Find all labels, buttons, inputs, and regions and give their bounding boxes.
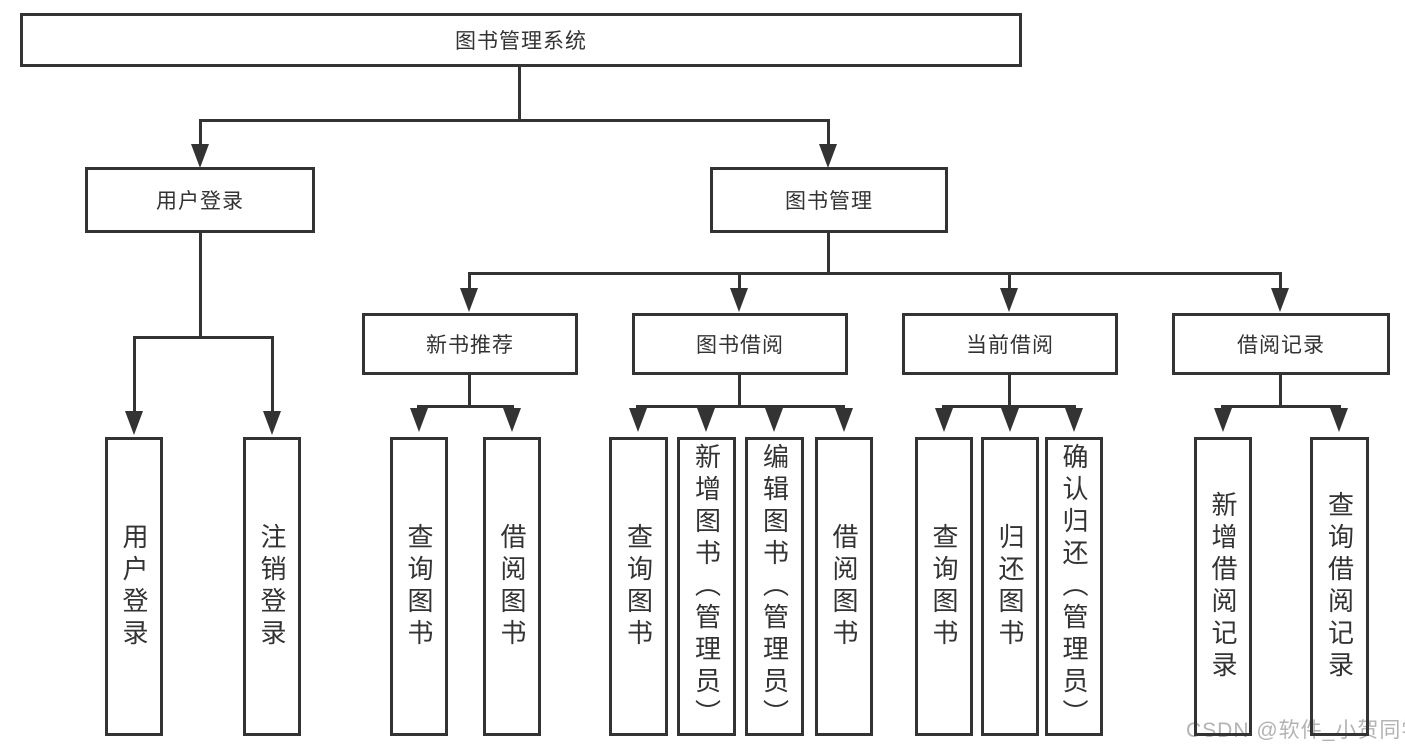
connector-book-borrow-trunk bbox=[738, 375, 741, 405]
node-user-login: 用户登录 bbox=[85, 167, 315, 233]
node-borrow-records: 借阅记录 bbox=[1172, 313, 1390, 375]
connector-user-login-rail bbox=[133, 336, 274, 339]
arrowhead-leaf-login bbox=[125, 411, 143, 435]
connector-stem-book-mgmt bbox=[827, 119, 830, 147]
leaf-cb-return-books: 归还图书 bbox=[981, 437, 1039, 736]
csdn-watermark: CSDN @软件_小贺同学 bbox=[1186, 719, 1405, 742]
node-book-borrow: 图书借阅 bbox=[632, 313, 848, 375]
arrowhead-bb-borrow-books bbox=[835, 408, 853, 432]
arrowhead-rec-query-books bbox=[410, 408, 428, 432]
connector-user-login-trunk bbox=[199, 233, 202, 336]
connector-book-mgmt-rail bbox=[468, 272, 1282, 275]
connector-stem-leaf-login bbox=[133, 336, 136, 412]
connector-book-mgmt-trunk bbox=[827, 233, 830, 272]
arrowhead-cb-return-books bbox=[1001, 408, 1019, 432]
connector-stem-user-login bbox=[199, 119, 202, 147]
arrowhead-borrow-records bbox=[1271, 288, 1289, 312]
leaf-bb-borrow-books: 借阅图书 bbox=[815, 437, 873, 736]
connector-book-borrow-rail bbox=[636, 405, 845, 408]
connector-new-book-rec-rail bbox=[417, 405, 514, 408]
connector-borrow-records-trunk bbox=[1279, 375, 1282, 405]
connector-stem-borrow-records bbox=[1279, 272, 1282, 289]
leaf-cb-confirm-return: 确认归还（管理员） bbox=[1045, 437, 1103, 736]
leaf-bb-query-books: 查询图书 bbox=[609, 437, 668, 736]
leaf-rec-borrow-books: 借阅图书 bbox=[483, 437, 541, 736]
connector-stem-leaf-logout bbox=[271, 336, 274, 412]
arrowhead-bb-query-books bbox=[629, 408, 647, 432]
arrowhead-book-mgmt bbox=[819, 144, 837, 168]
arrowhead-br-query-record bbox=[1330, 408, 1348, 432]
arrowhead-bb-add-books bbox=[697, 408, 715, 432]
leaf-cb-query-books: 查询图书 bbox=[915, 437, 973, 736]
connector-stem-book-borrow bbox=[738, 272, 741, 289]
connector-stem-current-borrow bbox=[1008, 272, 1011, 289]
arrowhead-rec-borrow-books bbox=[503, 408, 521, 432]
connector-stem-new-book-rec bbox=[468, 272, 471, 289]
arrowhead-br-add-record bbox=[1214, 408, 1232, 432]
connector-borrow-records-rail bbox=[1221, 405, 1341, 408]
leaf-logout: 注销登录 bbox=[243, 437, 301, 736]
leaf-rec-query-books: 查询图书 bbox=[390, 437, 448, 736]
node-current-borrow: 当前借阅 bbox=[902, 313, 1118, 375]
arrowhead-user-login bbox=[191, 144, 209, 168]
node-new-book-rec: 新书推荐 bbox=[362, 313, 578, 375]
arrowhead-new-book-rec bbox=[460, 288, 478, 312]
connector-current-borrow-rail bbox=[942, 405, 1076, 408]
leaf-user-login: 用户登录 bbox=[105, 437, 163, 736]
arrowhead-cb-confirm-return bbox=[1065, 408, 1083, 432]
connector-new-book-rec-trunk bbox=[468, 375, 471, 405]
connector-current-borrow-trunk bbox=[1008, 375, 1011, 405]
node-root: 图书管理系统 bbox=[20, 13, 1022, 67]
arrowhead-leaf-logout bbox=[263, 411, 281, 435]
arrowhead-bb-edit-books bbox=[765, 408, 783, 432]
arrowhead-cb-query-books bbox=[935, 408, 953, 432]
connector-root-trunk bbox=[518, 67, 521, 119]
arrowhead-book-borrow bbox=[730, 288, 748, 312]
connector-root-rail bbox=[199, 119, 830, 122]
arrowhead-current-borrow bbox=[1000, 288, 1018, 312]
leaf-br-add-record: 新增借阅记录 bbox=[1194, 437, 1252, 736]
leaf-br-query-record: 查询借阅记录 bbox=[1310, 437, 1369, 736]
leaf-bb-add-books: 新增图书（管理员） bbox=[677, 437, 736, 736]
node-book-mgmt: 图书管理 bbox=[710, 167, 948, 233]
leaf-bb-edit-books: 编辑图书（管理员） bbox=[745, 437, 804, 736]
